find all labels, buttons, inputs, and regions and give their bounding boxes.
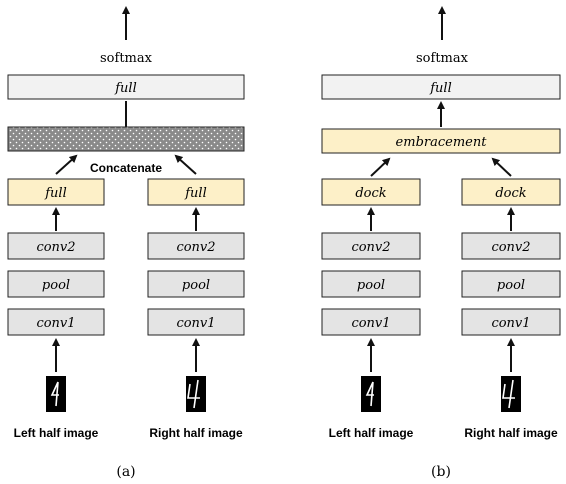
right-conv2-box [461, 232, 561, 260]
left-input-label: Left half image [329, 426, 414, 440]
left-conv2-box [321, 232, 421, 260]
left-half-image [361, 376, 381, 412]
left-head-label: dock [355, 186, 386, 201]
panel-b-caption: (b) [431, 464, 451, 480]
embracement-layer-box [321, 128, 561, 154]
left-head-box [321, 178, 421, 206]
right-head-box [461, 178, 561, 206]
embracement-layer-label: embracement [396, 135, 488, 150]
left-merge-arrow [55, 154, 78, 175]
right-merge-arrow [174, 154, 197, 175]
left-digit-glyph [365, 381, 374, 407]
full-layer-box [321, 74, 561, 100]
left-pool-box [7, 270, 105, 298]
right-input-label: Right half image [464, 426, 558, 440]
right-conv1-box [461, 308, 561, 336]
left-conv2-box [7, 232, 105, 260]
left-merge-arrow [370, 157, 391, 177]
panel-a: softmax full Concatenate full conv2 pool… [7, 6, 245, 480]
full-layer-box [7, 74, 245, 100]
left-conv1-box [321, 308, 421, 336]
left-pool-label: pool [357, 278, 385, 293]
right-conv1-label: conv1 [491, 316, 530, 331]
right-digit-glyph [187, 379, 200, 409]
left-input-label: Left half image [14, 426, 99, 440]
left-head-label: full [44, 186, 67, 201]
right-merge-arrow [491, 157, 512, 177]
left-digit-glyph [50, 381, 59, 407]
left-conv2-label: conv2 [351, 240, 390, 255]
right-pool-label: pool [182, 278, 210, 293]
softmax-label: softmax [416, 51, 469, 66]
right-conv2-box [147, 232, 245, 260]
left-head-box [7, 178, 105, 206]
left-conv1-box [7, 308, 105, 336]
left-conv1-label: conv1 [36, 316, 75, 331]
concat-layer-box [7, 126, 245, 152]
panel-a-caption: (a) [116, 464, 135, 480]
right-head-label: dock [495, 186, 526, 201]
right-conv2-label: conv2 [176, 240, 215, 255]
left-pool-box [321, 270, 421, 298]
right-pool-box [461, 270, 561, 298]
right-conv2-label: conv2 [491, 240, 530, 255]
right-input-label: Right half image [149, 426, 243, 440]
full-layer-label: full [114, 81, 137, 96]
left-pool-label: pool [42, 278, 70, 293]
right-pool-label: pool [497, 278, 525, 293]
right-conv1-box [147, 308, 245, 336]
left-conv2-label: conv2 [36, 240, 75, 255]
right-pool-box [147, 270, 245, 298]
right-head-box [147, 178, 245, 206]
full-layer-label: full [429, 81, 452, 96]
softmax-label: softmax [100, 51, 153, 66]
right-head-label: full [184, 186, 207, 201]
right-conv1-label: conv1 [176, 316, 215, 331]
right-digit-glyph [502, 379, 515, 409]
left-conv1-label: conv1 [351, 316, 390, 331]
concatenate-label: Concatenate [90, 161, 162, 175]
panel-b: softmax full embracement dock conv2 pool… [321, 6, 561, 480]
left-half-image [46, 376, 66, 412]
